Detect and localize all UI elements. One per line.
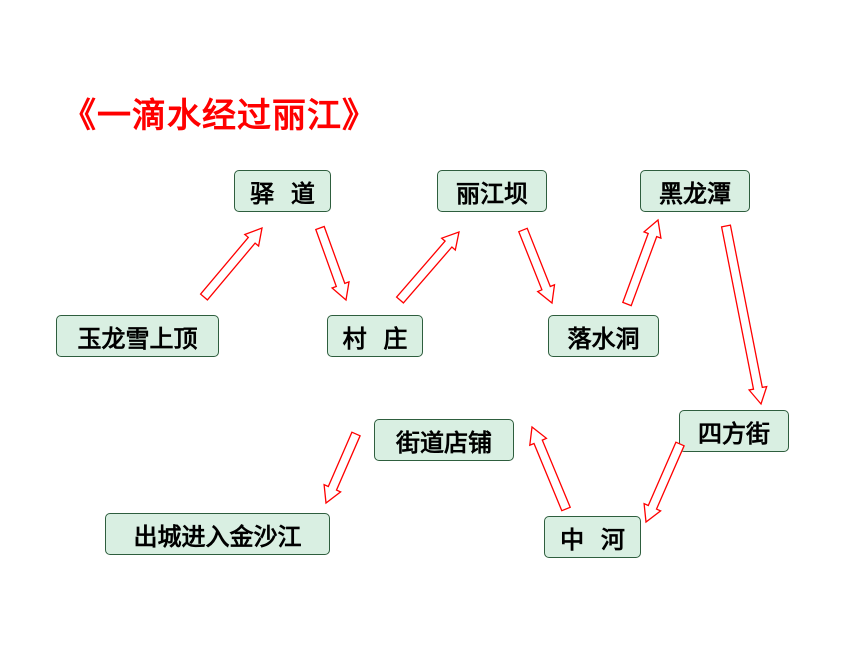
arrow-lijiang-basin-to-sinkhole (517, 227, 556, 305)
node-square-street: 四方街 (679, 410, 789, 452)
arrow-sinkhole-to-black-dragon (621, 218, 662, 307)
node-sinkhole: 落水洞 (548, 315, 659, 357)
node-yulong-snow-mountain-top: 玉龙雪上顶 (56, 315, 219, 357)
node-village: 村 庄 (327, 315, 423, 357)
arrow-shops-to-exit-city (323, 431, 361, 505)
arrow-middle-river-to-shops (529, 425, 572, 512)
arrow-black-dragon-to-square (720, 224, 768, 406)
arrow-post-road-to-village (314, 225, 350, 302)
node-black-dragon-pool: 黑龙潭 (640, 170, 750, 212)
node-exit-city-jinsha-river: 出城进入金沙江 (105, 513, 330, 555)
arrow-village-to-lijiang-basin (395, 230, 460, 304)
arrow-square-to-middle-river (643, 441, 685, 524)
node-lijiang-basin: 丽江坝 (437, 170, 547, 212)
node-street-shops: 街道店铺 (374, 419, 514, 461)
arrow-yulong-to-post-road (199, 226, 263, 301)
node-post-road: 驿 道 (234, 170, 331, 212)
node-middle-river: 中 河 (544, 516, 641, 558)
diagram-title: 《一滴水经过丽江》 (62, 96, 377, 136)
